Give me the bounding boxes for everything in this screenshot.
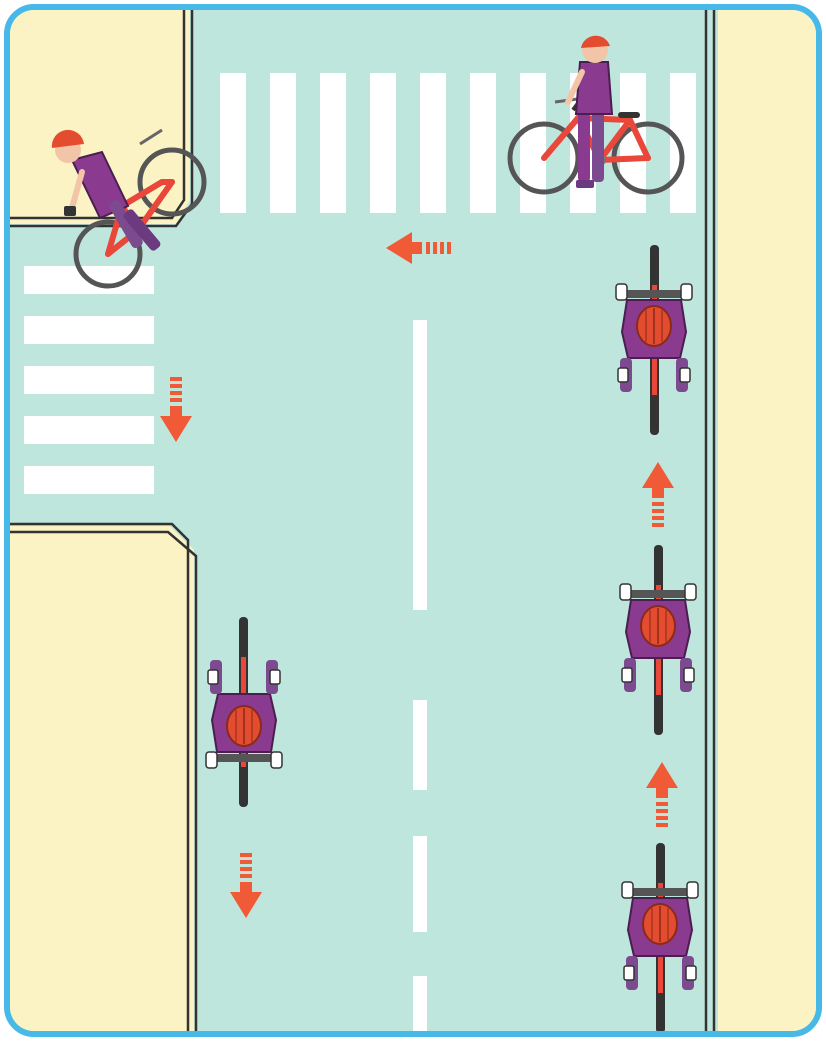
sidewalk-right bbox=[718, 10, 816, 1031]
intersection-diagram bbox=[10, 10, 816, 1031]
sidewalk-bottom-left bbox=[10, 526, 194, 1031]
illustration-frame bbox=[4, 4, 822, 1037]
